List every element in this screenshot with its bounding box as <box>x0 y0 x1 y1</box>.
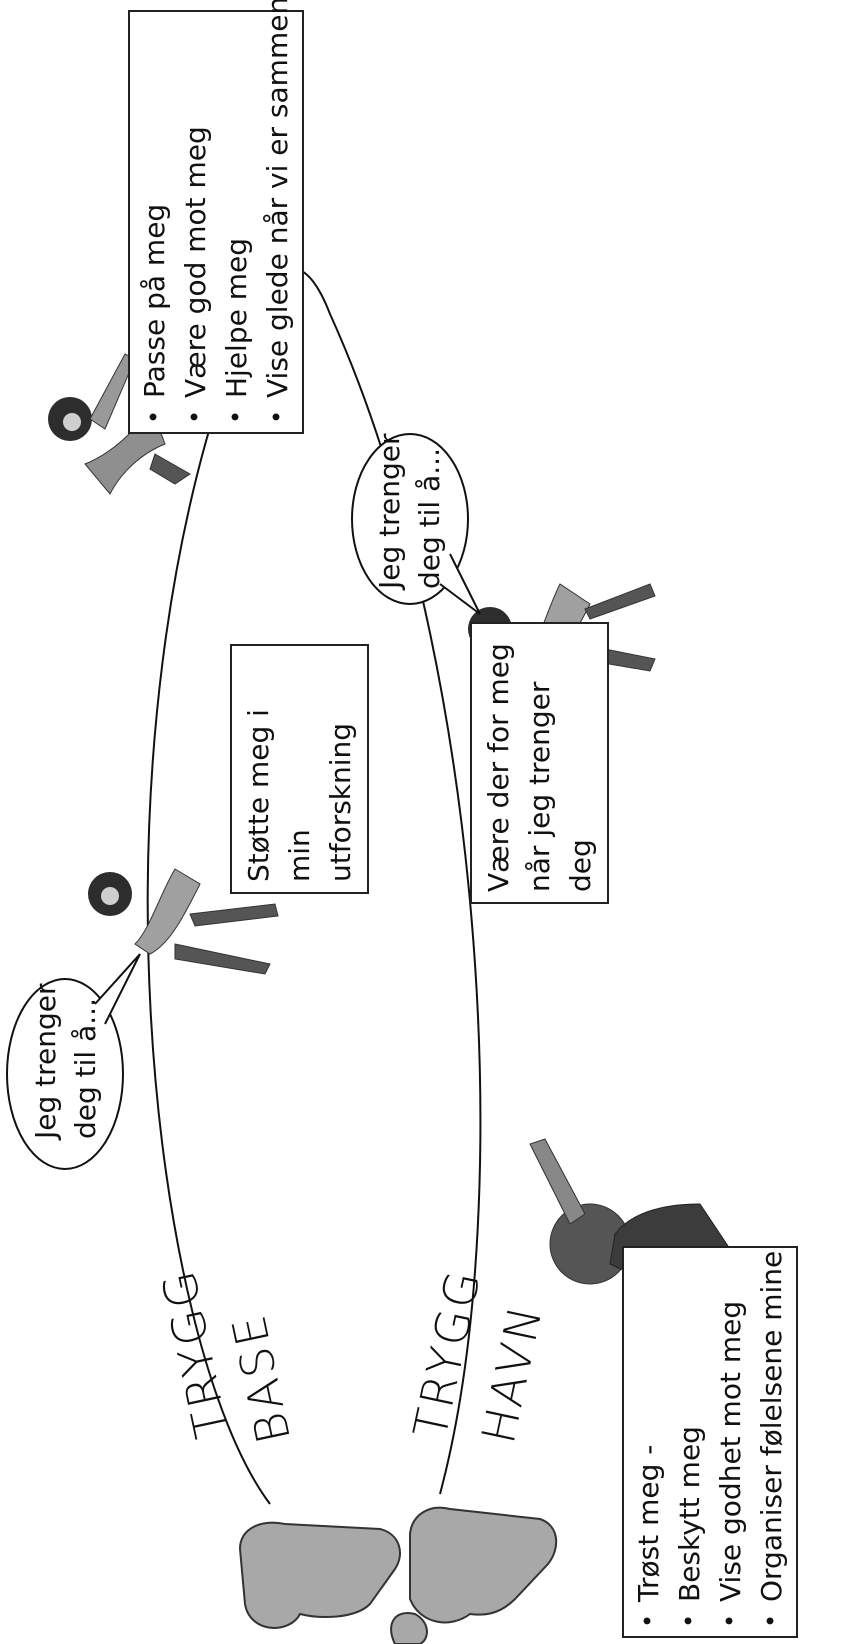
list-item: Beskytt meg <box>669 1256 710 1602</box>
speech-bubble-left-text: Jeg trenger deg til å... <box>29 983 102 1139</box>
bottom-left-needs-box: Trøst meg - Beskytt meg Vise godhet mot … <box>622 1246 798 1638</box>
child-figure-icon <box>88 868 279 975</box>
list-item: Hjelpe meg <box>216 20 257 398</box>
list-item: Passe på meg <box>134 20 175 398</box>
speech-bubble-center <box>351 433 481 615</box>
list-item: Vise glede når vi er sammen <box>257 0 298 398</box>
speech-bubble-left <box>6 953 141 1170</box>
list-item: Trøst meg - <box>628 1256 669 1602</box>
list-item: Organiser følelsene mine <box>751 1251 792 1602</box>
be-there-box: Være der for meg når jeg trenger deg <box>470 622 609 904</box>
speech-bubble-center-text: Jeg trenger deg til å... <box>373 433 446 589</box>
support-exploration-box: Støtte meg i min utforskning <box>230 644 369 894</box>
hands-icon <box>238 1506 558 1644</box>
top-right-needs-box: Passe på meg Være god mot meg Hjelpe meg… <box>128 0 304 434</box>
list-item: Være god mot meg <box>175 20 216 398</box>
list-item: Vise godhet mot meg <box>710 1256 751 1602</box>
